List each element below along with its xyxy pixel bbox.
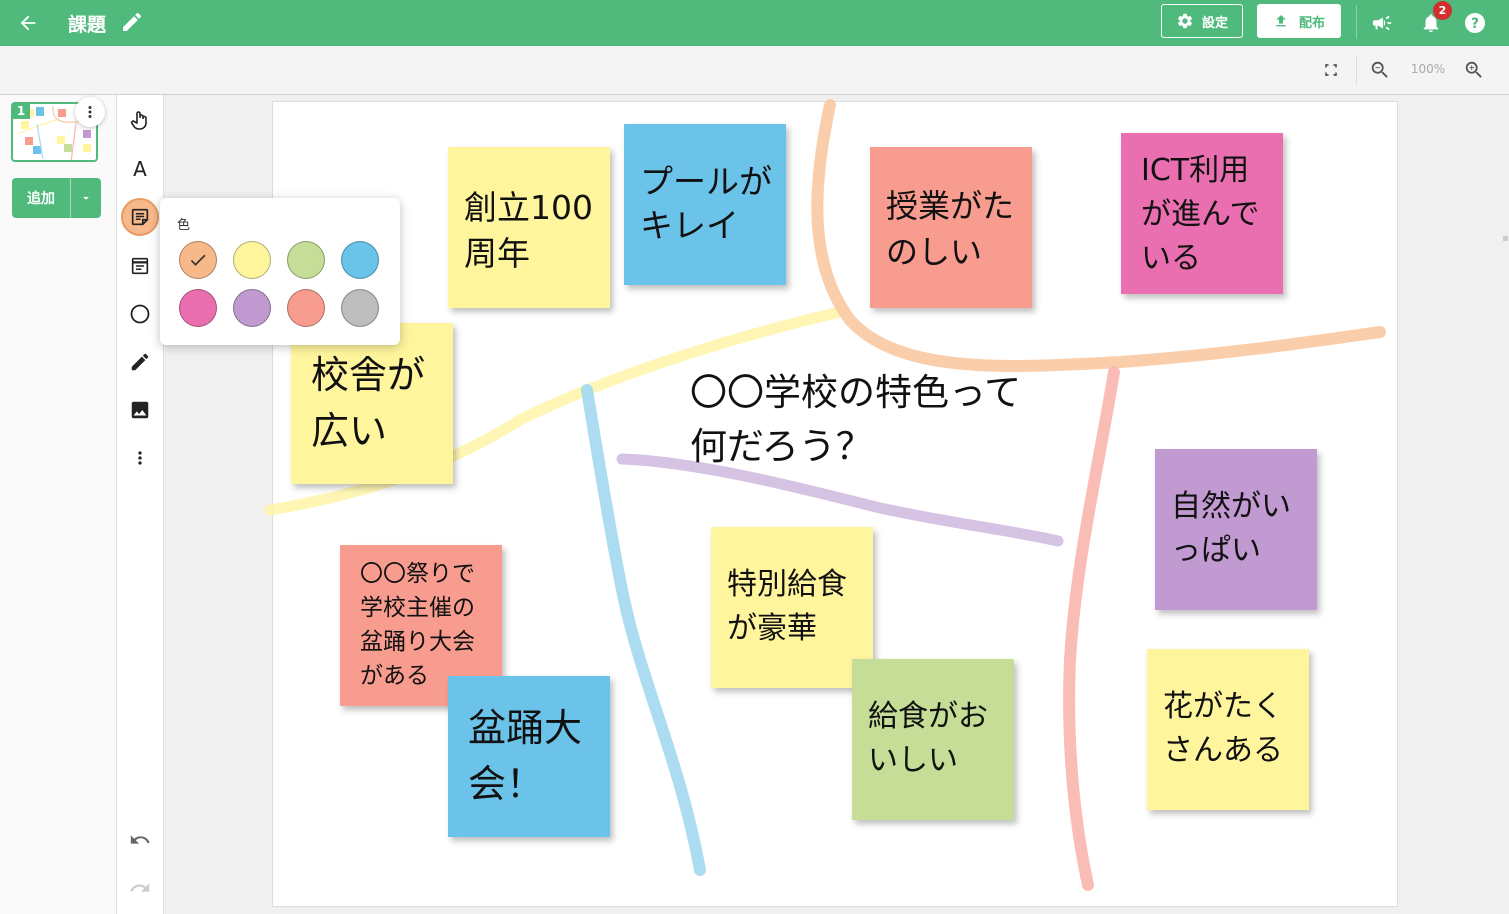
sticky-note[interactable]: 〇〇祭りで 学校主催の 盆踊り大会 がある: [340, 545, 502, 706]
color-swatch-yellow[interactable]: [233, 241, 271, 279]
add-page-dropdown[interactable]: [71, 178, 101, 218]
edit-title-button[interactable]: [120, 10, 144, 34]
color-swatch-orange[interactable]: [179, 241, 217, 279]
sticky-note-tool[interactable]: [121, 198, 159, 236]
more-vert-icon: [138, 451, 142, 465]
sticky-note[interactable]: 校舎が 広い: [291, 323, 453, 484]
divider: [1356, 56, 1357, 84]
redo-button[interactable]: [121, 869, 159, 907]
help-button[interactable]: ?: [1461, 9, 1489, 37]
card-tool[interactable]: [121, 247, 159, 285]
select-tool[interactable]: [121, 101, 159, 139]
top-bar: 課題 設定 配布 2 ?: [0, 0, 1509, 46]
divider: [1356, 5, 1357, 39]
settings-label: 設定: [1201, 15, 1228, 31]
zoom-out-icon: [1371, 61, 1388, 78]
sticky-note[interactable]: 自然がい っぱい: [1155, 449, 1317, 610]
svg-text:A: A: [133, 157, 147, 181]
undo-icon: [130, 835, 150, 844]
color-swatch-pink[interactable]: [179, 289, 217, 327]
text-tool[interactable]: A: [121, 150, 159, 188]
announcement-button[interactable]: [1368, 9, 1396, 37]
sticky-note[interactable]: プールが キレイ: [624, 124, 786, 285]
image-tool[interactable]: [121, 391, 159, 429]
bell-icon: [1423, 14, 1439, 33]
page-number: 1: [12, 103, 30, 119]
text-icon: A: [133, 157, 147, 181]
page-menu-button[interactable]: [75, 97, 105, 127]
sticky-note[interactable]: 盆踊大 会！: [448, 676, 610, 837]
sticky-note[interactable]: 特別給食 が豪華: [711, 527, 873, 688]
card-icon: [131, 257, 149, 275]
sticky-note-icon: [131, 208, 149, 226]
scrollbar-marker[interactable]: [1503, 236, 1508, 241]
check-icon: [190, 254, 206, 266]
hand-pointer-icon: [130, 111, 147, 130]
add-page-button-group: 追加: [12, 178, 101, 218]
redo-icon: [130, 883, 150, 892]
sticky-note[interactable]: 創立100 周年: [448, 147, 610, 308]
zoom-in-button[interactable]: [1462, 58, 1486, 82]
pencil-icon: [123, 12, 142, 32]
color-swatch-green[interactable]: [287, 241, 325, 279]
publish-button[interactable]: 配布: [1257, 4, 1341, 38]
arrow-left-icon: [20, 15, 36, 31]
notification-badge: 2: [1433, 1, 1452, 20]
pen-icon: [131, 353, 149, 371]
zoom-in-icon: [1465, 61, 1482, 78]
help-icon: ?: [1465, 13, 1485, 33]
board-question-text[interactable]: 〇〇学校の特色って 何だろう？: [690, 371, 1022, 468]
tool-palette: A: [117, 95, 164, 914]
zoom-level: 100%: [1410, 62, 1446, 76]
sticky-note[interactable]: 給食がお いしい: [852, 659, 1014, 820]
color-label: 色: [177, 218, 191, 233]
fullscreen-button[interactable]: [1319, 58, 1343, 82]
megaphone-icon: [1372, 15, 1392, 31]
color-swatch-blue[interactable]: [341, 241, 379, 279]
undo-button[interactable]: [121, 821, 159, 859]
image-icon: [131, 401, 149, 419]
fullscreen-icon: [1325, 64, 1337, 76]
sticky-note[interactable]: 花がたく さんある: [1147, 649, 1309, 810]
color-swatch-purple[interactable]: [233, 289, 271, 327]
publish-label: 配布: [1298, 15, 1325, 31]
sticky-note[interactable]: ICT利用 が進んで いる: [1121, 133, 1283, 294]
svg-text:?: ?: [1471, 16, 1479, 32]
more-vert-icon: [88, 106, 92, 118]
circle-icon: [130, 304, 150, 324]
color-swatch-gray[interactable]: [341, 289, 379, 327]
more-tools-button[interactable]: [121, 439, 159, 477]
zoom-out-button[interactable]: [1368, 58, 1392, 82]
pen-tool[interactable]: [121, 343, 159, 381]
upload-icon: [1276, 15, 1286, 27]
settings-button[interactable]: 設定: [1161, 4, 1243, 38]
back-button[interactable]: [14, 9, 42, 37]
view-toolbar: 100%: [0, 46, 1509, 95]
color-swatch-salmon[interactable]: [287, 289, 325, 327]
shape-tool[interactable]: [121, 295, 159, 333]
color-picker-popup: 色: [160, 198, 400, 345]
notifications-button[interactable]: [1417, 9, 1445, 37]
page-title: 課題: [68, 14, 107, 36]
add-page-button[interactable]: 追加: [12, 178, 71, 218]
gear-icon: [1177, 13, 1192, 29]
caret-down-icon: [83, 196, 89, 200]
sticky-note[interactable]: 授業がた のしい: [870, 147, 1032, 308]
page-list-panel: 1 追加: [0, 95, 117, 914]
